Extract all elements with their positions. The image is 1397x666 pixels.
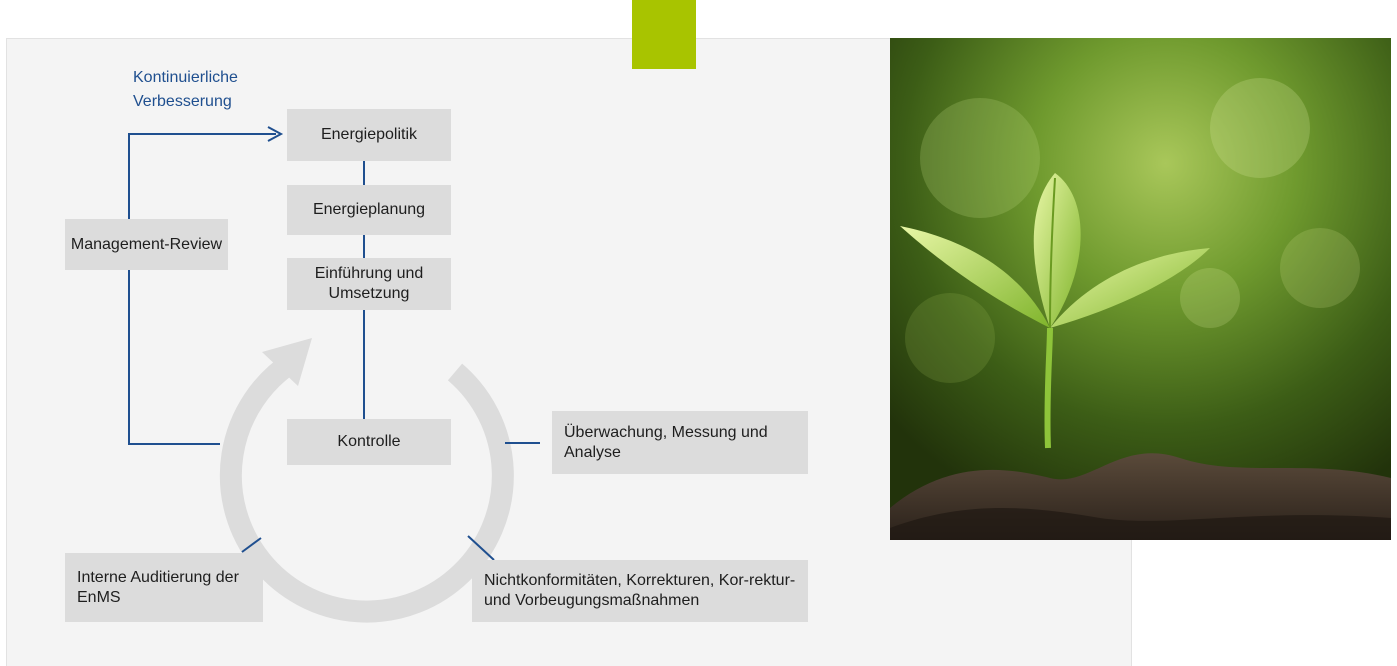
box-nichtkonformitaeten: Nichtkonformitäten, Korrekturen, Kor-rek… <box>472 560 808 622</box>
box-einfuehrung: Einführung und Umsetzung <box>287 258 451 310</box>
box-ueberwachung: Überwachung, Messung und Analyse <box>552 411 808 474</box>
connector-auditierung <box>241 537 262 553</box>
cycle-arrow <box>219 352 514 623</box>
box-kontrolle: Kontrolle <box>287 419 451 465</box>
box-energieplanung: Energieplanung <box>287 185 451 235</box>
feedback-loop-line <box>128 133 276 445</box>
box-management-review: Management-Review <box>65 219 228 270</box>
box-energiepolitik: Energiepolitik <box>287 109 451 161</box>
feedback-arrowhead <box>267 126 284 142</box>
box-interne-auditierung: Interne Auditierung der EnMS <box>65 553 263 622</box>
continuous-improvement-label: Kontinuierliche Verbesserung <box>133 69 238 110</box>
connector-nichtkonformitaeten <box>467 535 495 561</box>
accent-square <box>632 0 696 69</box>
seedling-photo <box>890 38 1391 540</box>
cycle-arrowhead <box>262 338 312 386</box>
